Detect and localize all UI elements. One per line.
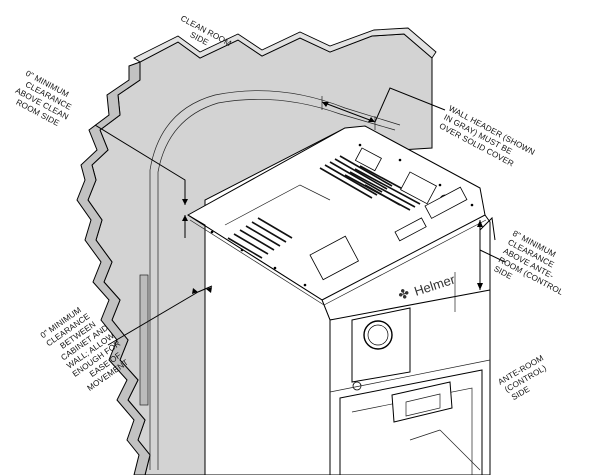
label-top-clearance: 0" MINIMUM CLEARANCE ABOVE CLEAN ROOM SI…	[14, 69, 74, 128]
top-vent-grille	[319, 155, 426, 211]
cabinet: ✤ Helmer	[187, 125, 491, 475]
top-screws	[210, 143, 474, 287]
dimension-lines	[94, 87, 506, 346]
wall-partition	[76, 27, 437, 475]
logo-glyph-icon: ✤	[396, 285, 411, 303]
label-ante-room: ANTE-ROOM (CONTROL) SIDE	[497, 353, 549, 402]
top-vent-grille-left	[227, 217, 293, 259]
cabinet-door	[339, 369, 483, 475]
label-ante-clearance: 8" MINIMUM CLEARANCE ABOVE ANTE- ROOM (C…	[492, 229, 565, 297]
label-wall-header: WALL HEADER (SHOWN IN GRAY) MUST BE OVER…	[438, 104, 537, 169]
top-control-panel	[224, 147, 468, 281]
door-handle	[391, 381, 453, 423]
wall-edge	[76, 61, 151, 475]
front-control-module	[329, 307, 491, 393]
